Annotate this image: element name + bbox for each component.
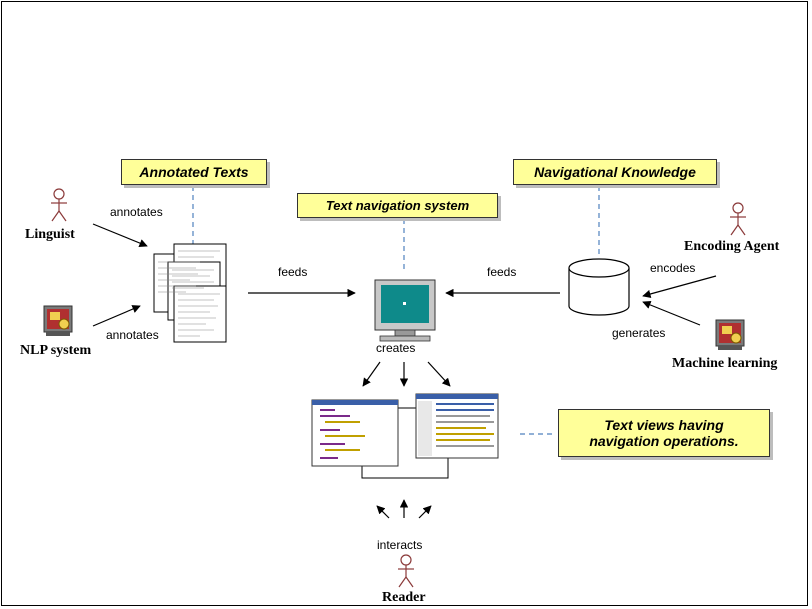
linguist-icon bbox=[51, 188, 67, 222]
reader-icon bbox=[398, 554, 414, 588]
text-views-screenshots bbox=[311, 393, 499, 479]
feeds-label-left: feeds bbox=[278, 265, 308, 279]
reader-label: Reader bbox=[382, 590, 426, 605]
text-views-line-1: Text views having bbox=[604, 417, 724, 433]
arrow-encodes bbox=[642, 275, 717, 299]
text-navigation-system-box: Text navigation system bbox=[297, 193, 498, 218]
navigational-knowledge-box: Navigational Knowledge bbox=[513, 159, 717, 185]
annotated-documents-icon bbox=[153, 243, 227, 343]
text-views-line-2: navigation operations. bbox=[589, 433, 739, 449]
nlp-system-label: NLP system bbox=[20, 343, 92, 358]
arrow-creates-left bbox=[362, 361, 381, 387]
generates-label: generates bbox=[612, 326, 666, 340]
database-icon bbox=[568, 258, 630, 316]
annotates-label-bottom: annotates bbox=[106, 328, 159, 342]
arrow-generates bbox=[642, 300, 701, 326]
arrows bbox=[92, 223, 717, 519]
encoding-agent-label: Encoding Agent bbox=[684, 239, 780, 254]
arrow-interacts-left bbox=[376, 505, 390, 519]
computer-monitor-icon bbox=[374, 279, 436, 342]
machine-learning-label: Machine learning bbox=[672, 356, 778, 371]
encoding-agent-icon bbox=[730, 202, 746, 236]
annotates-label-top: annotates bbox=[110, 205, 163, 219]
creates-label: creates bbox=[376, 341, 416, 355]
linguist-label: Linguist bbox=[25, 227, 75, 242]
arrow-interacts-right bbox=[418, 505, 432, 519]
arrow-nlp-annotates bbox=[92, 305, 141, 327]
arrow-creates-right bbox=[427, 361, 451, 387]
annotated-texts-box: Annotated Texts bbox=[121, 159, 267, 185]
arrow-linguist-annotates bbox=[92, 223, 148, 248]
text-views-box: Text views having navigation operations. bbox=[558, 409, 770, 457]
encodes-label: encodes bbox=[650, 261, 696, 275]
nlp-system-icon bbox=[43, 305, 73, 336]
interacts-label: interacts bbox=[377, 538, 423, 552]
machine-learning-icon bbox=[715, 319, 745, 350]
feeds-label-right: feeds bbox=[487, 265, 517, 279]
dashed-connectors bbox=[192, 186, 600, 435]
